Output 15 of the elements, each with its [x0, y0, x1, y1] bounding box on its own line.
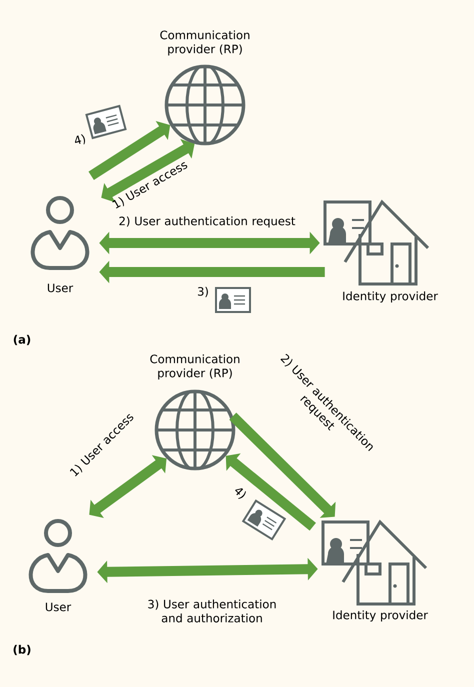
- edge-label: 4): [235, 488, 246, 499]
- panel-label: (a): [14, 334, 30, 346]
- node-label: Communication provider (RP): [160, 30, 250, 56]
- node-label: User: [46, 602, 72, 612]
- edge-label: 3) User authentication and authorization: [148, 600, 276, 622]
- node-label: Identity provider: [343, 291, 438, 303]
- edge-label: 2) User authentication request: [119, 216, 296, 228]
- edge-label: 3): [198, 286, 208, 298]
- node-label: Communication provider (RP): [150, 354, 240, 380]
- edge-label: 4): [74, 134, 85, 144]
- node-label: User: [48, 284, 74, 292]
- arrow: [229, 412, 336, 518]
- node-label: Identity provider: [333, 610, 428, 622]
- panel-label: (b): [14, 644, 30, 656]
- arrow: [88, 121, 170, 180]
